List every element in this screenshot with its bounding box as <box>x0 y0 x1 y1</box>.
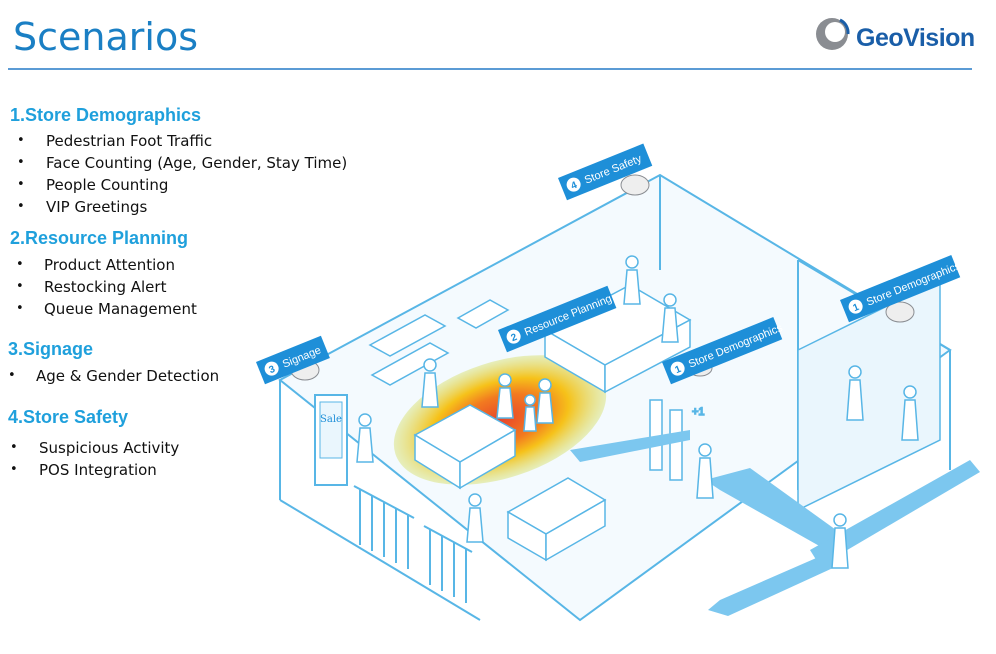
list-item-label: Restocking Alert <box>44 278 167 296</box>
bullet-icon: • <box>17 199 25 214</box>
tag-number: 4 <box>570 180 580 192</box>
bullet-icon: • <box>10 462 18 477</box>
bullet-icon: • <box>8 368 16 383</box>
section-heading-store-safety: 4.Store Safety <box>8 407 129 427</box>
security-gate: +1 <box>649 399 705 481</box>
bullet-icon: • <box>17 155 25 170</box>
store-illustration: Sale +1 <box>256 143 980 622</box>
list-item-label: VIP Greetings <box>46 198 148 216</box>
kiosk-sign-text: Sale <box>320 414 342 425</box>
product-shelf <box>506 477 607 562</box>
geovision-logo-icon <box>816 18 850 50</box>
section-heading-resource-planning: 2.Resource Planning <box>10 228 189 248</box>
list-item-label: POS Integration <box>39 461 157 479</box>
list-item-label: Face Counting (Age, Gender, Stay Time) <box>46 154 348 172</box>
list-item-label: Pedestrian Foot Traffic <box>46 132 213 150</box>
people-counter-text: +1 <box>692 406 705 418</box>
tag-number: 3 <box>268 364 278 376</box>
list-item-label: Age & Gender Detection <box>36 367 220 385</box>
wall-shelves <box>368 299 510 386</box>
bullet-icon: • <box>16 257 24 272</box>
tag-number: 1 <box>674 364 684 376</box>
list-item-label: Suspicious Activity <box>39 439 180 457</box>
bullet-icon: • <box>16 279 24 294</box>
geovision-logo: GeoVision <box>814 12 986 56</box>
shopper-figures <box>356 255 919 569</box>
bullet-icon: • <box>17 177 25 192</box>
section-heading-signage: 3.Signage <box>8 339 94 359</box>
section-heading-store-demographics: 1.Store Demographics <box>10 105 202 125</box>
tag-number: 1 <box>852 302 862 314</box>
clothing-rack-left <box>353 485 415 569</box>
digital-signage-kiosk: Sale <box>314 394 348 486</box>
traffic-flow-arrows <box>570 430 980 616</box>
slide-title: Scenarios <box>13 15 198 59</box>
bullet-icon: • <box>10 440 18 455</box>
bullet-icon: • <box>16 301 24 316</box>
list-item-label: Product Attention <box>44 256 175 274</box>
logo-wordmark: GeoVision <box>856 24 975 52</box>
title-divider <box>8 68 972 70</box>
clothing-rack-right <box>423 525 473 603</box>
tag-number: 2 <box>510 332 520 344</box>
bullet-icon: • <box>17 133 25 148</box>
list-item-label: People Counting <box>46 176 169 194</box>
list-item-label: Queue Management <box>44 300 197 318</box>
display-table <box>413 404 517 490</box>
